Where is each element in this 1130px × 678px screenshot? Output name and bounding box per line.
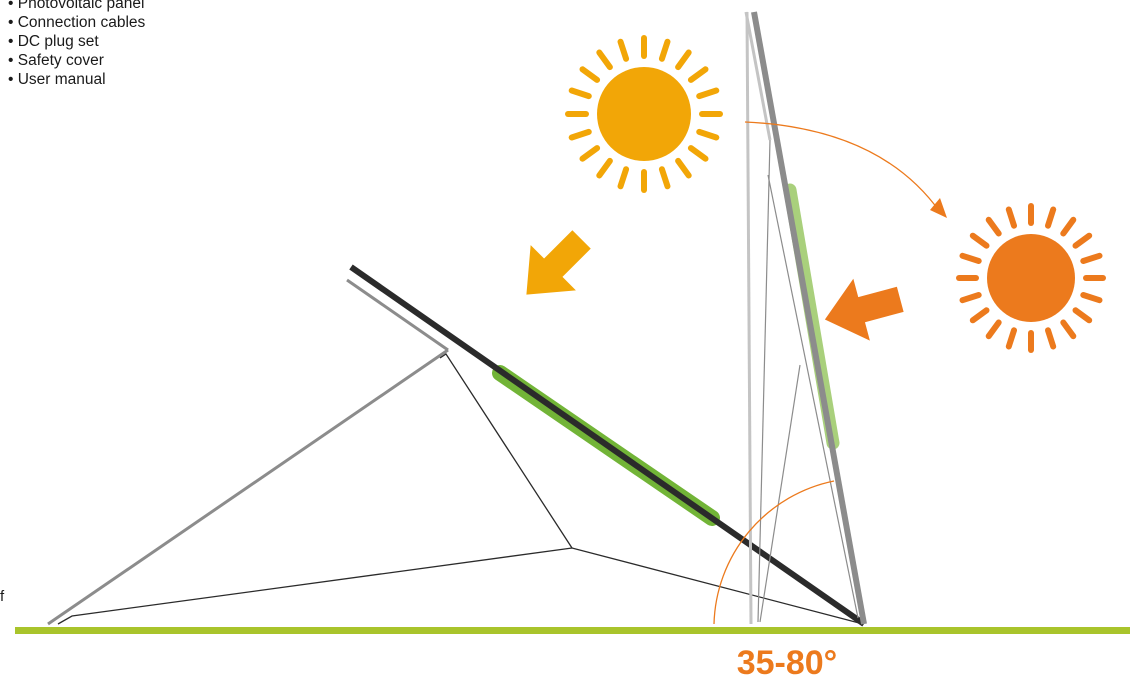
sun-ray (617, 38, 630, 62)
sun-ray (696, 87, 720, 100)
sun-ray (687, 66, 709, 83)
sun-ray (969, 232, 990, 249)
solar-panel-low (349, 264, 866, 627)
sun-ray (959, 252, 982, 264)
sun-ray (1045, 327, 1057, 350)
stray-text-fragment: f (0, 588, 5, 605)
contents-item-connection-cables: • Connection cables (8, 14, 146, 31)
sun-ray (579, 145, 601, 162)
sun-ray (1005, 327, 1017, 350)
tilt-angle-arc (713, 480, 835, 625)
sun-ray (596, 49, 613, 71)
sun-ray (959, 292, 982, 304)
sun-ray (617, 166, 630, 190)
sun-movement-arrowhead-icon (930, 198, 947, 218)
sun-ray (1080, 292, 1103, 304)
strut-high-a (757, 139, 771, 623)
sun-ray (1060, 216, 1077, 237)
sun-ray (568, 87, 592, 100)
contents-item-safety-cover: • Safety cover (8, 52, 104, 69)
solar-panel-high (751, 11, 867, 625)
sun-ray (687, 145, 709, 162)
strut-high-c (759, 364, 801, 623)
sun-low-icon (956, 203, 1106, 353)
rear-support-high (744, 11, 772, 141)
sun-ray (1045, 206, 1057, 229)
ground-line (15, 627, 1130, 634)
sun-ray (675, 49, 692, 71)
contents-item-user-manual: • User manual (8, 71, 106, 88)
panel-frame-low (346, 278, 449, 352)
sun-ray (658, 166, 671, 190)
rear-support-high-light (745, 11, 753, 625)
sunlight-arrow-low-icon (824, 278, 904, 341)
tilt-angle-label: 35-80° (737, 644, 838, 678)
support-struts-low (57, 547, 864, 625)
strut-high-b (767, 174, 859, 619)
sun-high-icon (565, 35, 723, 193)
sun-ray (696, 128, 720, 141)
sun-ray (985, 319, 1002, 340)
package-contents-list: • Photovoltaic panel • Connection cables… (0, 0, 145, 89)
sun-ray (568, 128, 592, 141)
support-arm-low (439, 353, 573, 549)
sun-ray (1005, 206, 1017, 229)
sun-ray (969, 307, 990, 324)
sun-ray (596, 157, 613, 179)
rear-support-low (47, 348, 449, 626)
sun-movement-arrow (744, 121, 941, 213)
sun-ray (985, 216, 1002, 237)
sun-ray (1060, 319, 1077, 340)
sun-ray (675, 157, 692, 179)
sun-ray (1080, 252, 1103, 264)
contents-item-photovoltaic-panel: • Photovoltaic panel (8, 0, 145, 12)
sun-ray (1072, 232, 1093, 249)
sun-ray (579, 66, 601, 83)
contents-item-dc-plug-set: • DC plug set (8, 33, 99, 50)
sun-ray (658, 38, 671, 62)
sun-ray (1072, 307, 1093, 324)
sunlight-arrow-high-icon (526, 230, 591, 295)
